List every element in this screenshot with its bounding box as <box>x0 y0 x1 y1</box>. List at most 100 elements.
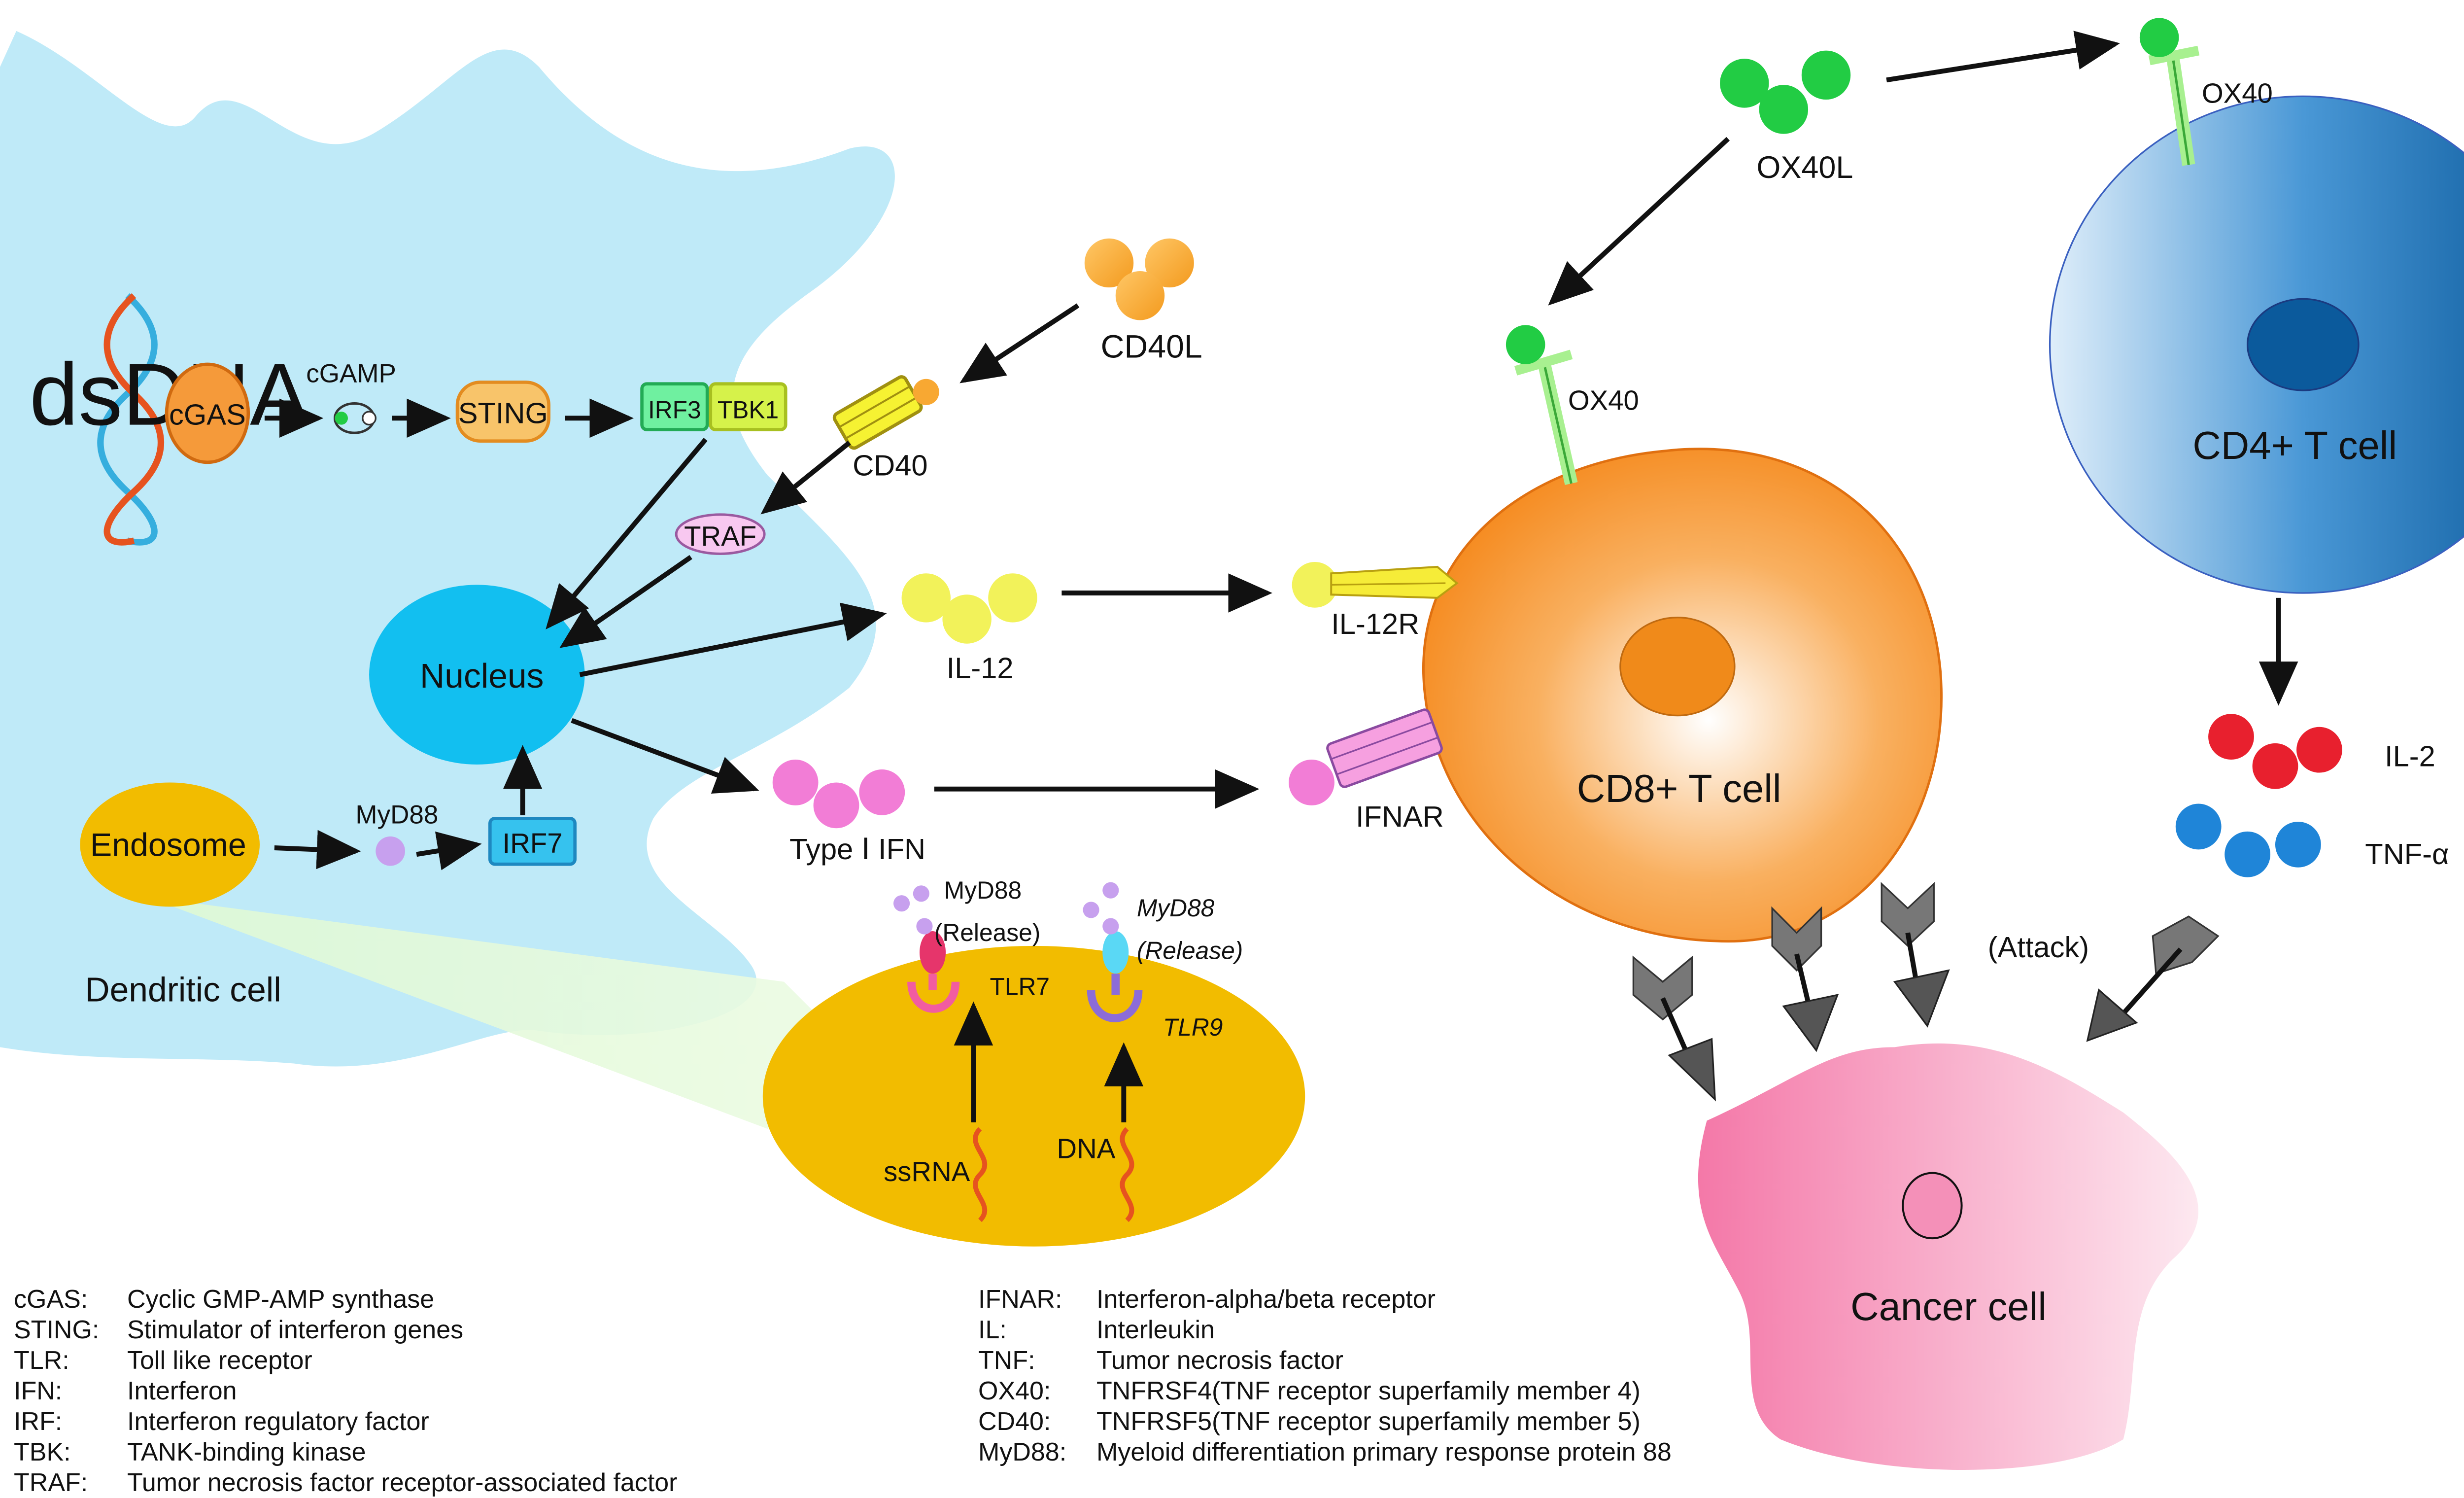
ox40-cd8-label: OX40 <box>1568 385 1639 416</box>
il12-molecule <box>901 573 951 623</box>
legend-entry: TNF:Tumor necrosis factor <box>978 1346 1343 1375</box>
legend-right: IFNAR:Interferon-alpha/beta receptor IL:… <box>978 1284 1672 1467</box>
attack-arrow <box>1632 955 1716 1102</box>
cd8-t-cell-label: CD8+ T cell <box>1577 766 1781 810</box>
attack-arrow <box>1881 882 1950 1028</box>
irf7-label: IRF7 <box>502 828 562 859</box>
cd4-nucleus <box>2246 298 2360 391</box>
myd88-label: MyD88 <box>355 800 438 829</box>
tlr7-receptor <box>907 931 960 1013</box>
myd88-release-label: MyD88 <box>944 876 1022 904</box>
tlr7-label: TLR7 <box>990 973 1050 1000</box>
il2-molecule <box>2252 743 2298 789</box>
legend-entry: TBK:TANK-binding kinase <box>14 1438 366 1466</box>
dendritic-cell-body <box>0 31 895 1067</box>
il12-molecule <box>988 573 1037 623</box>
ifn-molecule <box>813 782 859 829</box>
tbk1-box <box>709 382 787 431</box>
legend-entry: IL:Interleukin <box>978 1316 1215 1344</box>
cgamp-label: cGAMP <box>306 359 396 388</box>
legend-left: cGAS:Cyclic GMP-AMP synthase STING:Stimu… <box>14 1284 678 1498</box>
il12-molecule <box>942 594 992 644</box>
tnfa-molecule <box>2275 821 2321 868</box>
legend-entry: cGAS:Cyclic GMP-AMP synthase <box>14 1285 435 1314</box>
il2-label: IL-2 <box>2385 739 2435 772</box>
tlr9-label: TLR9 <box>1163 1013 1223 1041</box>
il2-molecule <box>2296 727 2342 773</box>
cancer-cell-label: Cancer cell <box>1850 1285 2047 1328</box>
ssrna-strand <box>973 1127 988 1222</box>
attack-arrow <box>2086 915 2220 1042</box>
cd40-bound-ligand <box>913 379 939 405</box>
ssrna-label: ssRNA <box>884 1156 970 1187</box>
nucleus-label: Nucleus <box>420 657 544 695</box>
ifn-molecule <box>859 769 905 815</box>
cd40l-molecule <box>1084 238 1134 288</box>
traf-label: TRAF <box>684 521 756 552</box>
irf3-box <box>640 382 709 431</box>
ox40l-molecule <box>1759 85 1809 134</box>
attack-arrow <box>1771 906 1839 1052</box>
ox40-cd4-label: OX40 <box>2202 78 2273 109</box>
ifnar-receptor <box>1289 708 1443 805</box>
cgamp-molecule <box>333 402 376 434</box>
cgas-enzyme <box>165 362 250 464</box>
il12r-label: IL-12R <box>1331 607 1419 640</box>
irf3-label: IRF3 <box>648 396 701 423</box>
legend-entry: MyD88:Myeloid differentiation primary re… <box>978 1438 1672 1466</box>
nucleus <box>369 585 585 765</box>
ox40-receptor-cd4 <box>2139 18 2200 166</box>
dna-label: DNA <box>1057 1133 1115 1164</box>
traf-protein <box>675 513 766 555</box>
ifnar-label: IFNAR <box>1356 800 1444 833</box>
endosome-detail <box>762 945 1305 1247</box>
cd40l-molecule <box>1145 238 1194 288</box>
pathway-arrows <box>264 31 2298 1122</box>
il12-label: IL-12 <box>947 651 1014 684</box>
endosome <box>80 782 260 907</box>
cd40l-label: CD40L <box>1101 329 1202 365</box>
endosome-label: Endosome <box>90 827 246 864</box>
ifn-molecule <box>772 760 819 805</box>
legend-entry: IRF:Interferon regulatory factor <box>14 1407 429 1436</box>
irf7-box <box>488 817 577 866</box>
sting-label: STING <box>458 396 548 429</box>
cancer-nucleus <box>1902 1172 1963 1240</box>
tnfa-molecule <box>2175 803 2222 850</box>
myd88-release-dot <box>1102 882 1119 899</box>
legend-entry: STING:Stimulator of interferon genes <box>14 1316 464 1344</box>
cd40-label: CD40 <box>853 449 927 482</box>
myd88-molecule <box>376 836 405 866</box>
cd8-nucleus <box>1619 617 1736 717</box>
il2-molecule <box>2208 714 2254 760</box>
tlr9-receptor <box>1087 931 1143 1022</box>
ox40l-label: OX40L <box>1756 150 1853 185</box>
ox40-receptor-cd8 <box>1506 325 1578 485</box>
legend-entry: CD40:TNFRSF5(TNF receptor superfamily me… <box>978 1407 1641 1436</box>
attack-label: (Attack) <box>1988 931 2089 964</box>
sting-protein <box>455 381 550 443</box>
myd88-release-dot <box>1102 918 1119 935</box>
ox40l-molecule <box>1801 50 1851 100</box>
type1-ifn-label: Type Ⅰ IFN <box>789 833 925 866</box>
endosome-zoom-cone <box>147 897 850 1129</box>
dsdna-helix <box>97 293 164 546</box>
myd88-release-dot <box>913 885 929 902</box>
cd4-t-cell-label: CD4+ T cell <box>2192 423 2397 467</box>
myd88-release-dot <box>893 895 910 912</box>
tnfa-molecule <box>2224 831 2271 877</box>
dna-strand <box>1120 1127 1134 1222</box>
legend-entry: IFNAR:Interferon-alpha/beta receptor <box>978 1285 1436 1314</box>
legend-entry: TLR:Toll like receptor <box>14 1346 312 1375</box>
legend-entry: TRAF:Tumor necrosis factor receptor-asso… <box>14 1468 678 1497</box>
tbk1-label: TBK1 <box>718 396 779 423</box>
cd40l-molecule <box>1115 271 1165 320</box>
dendritic-cell-label: Dendritic cell <box>85 971 281 1009</box>
myd88-release-dot <box>1083 902 1099 918</box>
release-label: (Release) <box>1137 937 1243 964</box>
legend-entry: IFN:Interferon <box>14 1377 237 1405</box>
cgas-label: cGAS <box>169 398 246 431</box>
cd40-receptor <box>832 375 923 450</box>
ox40l-molecule <box>1720 59 1769 108</box>
